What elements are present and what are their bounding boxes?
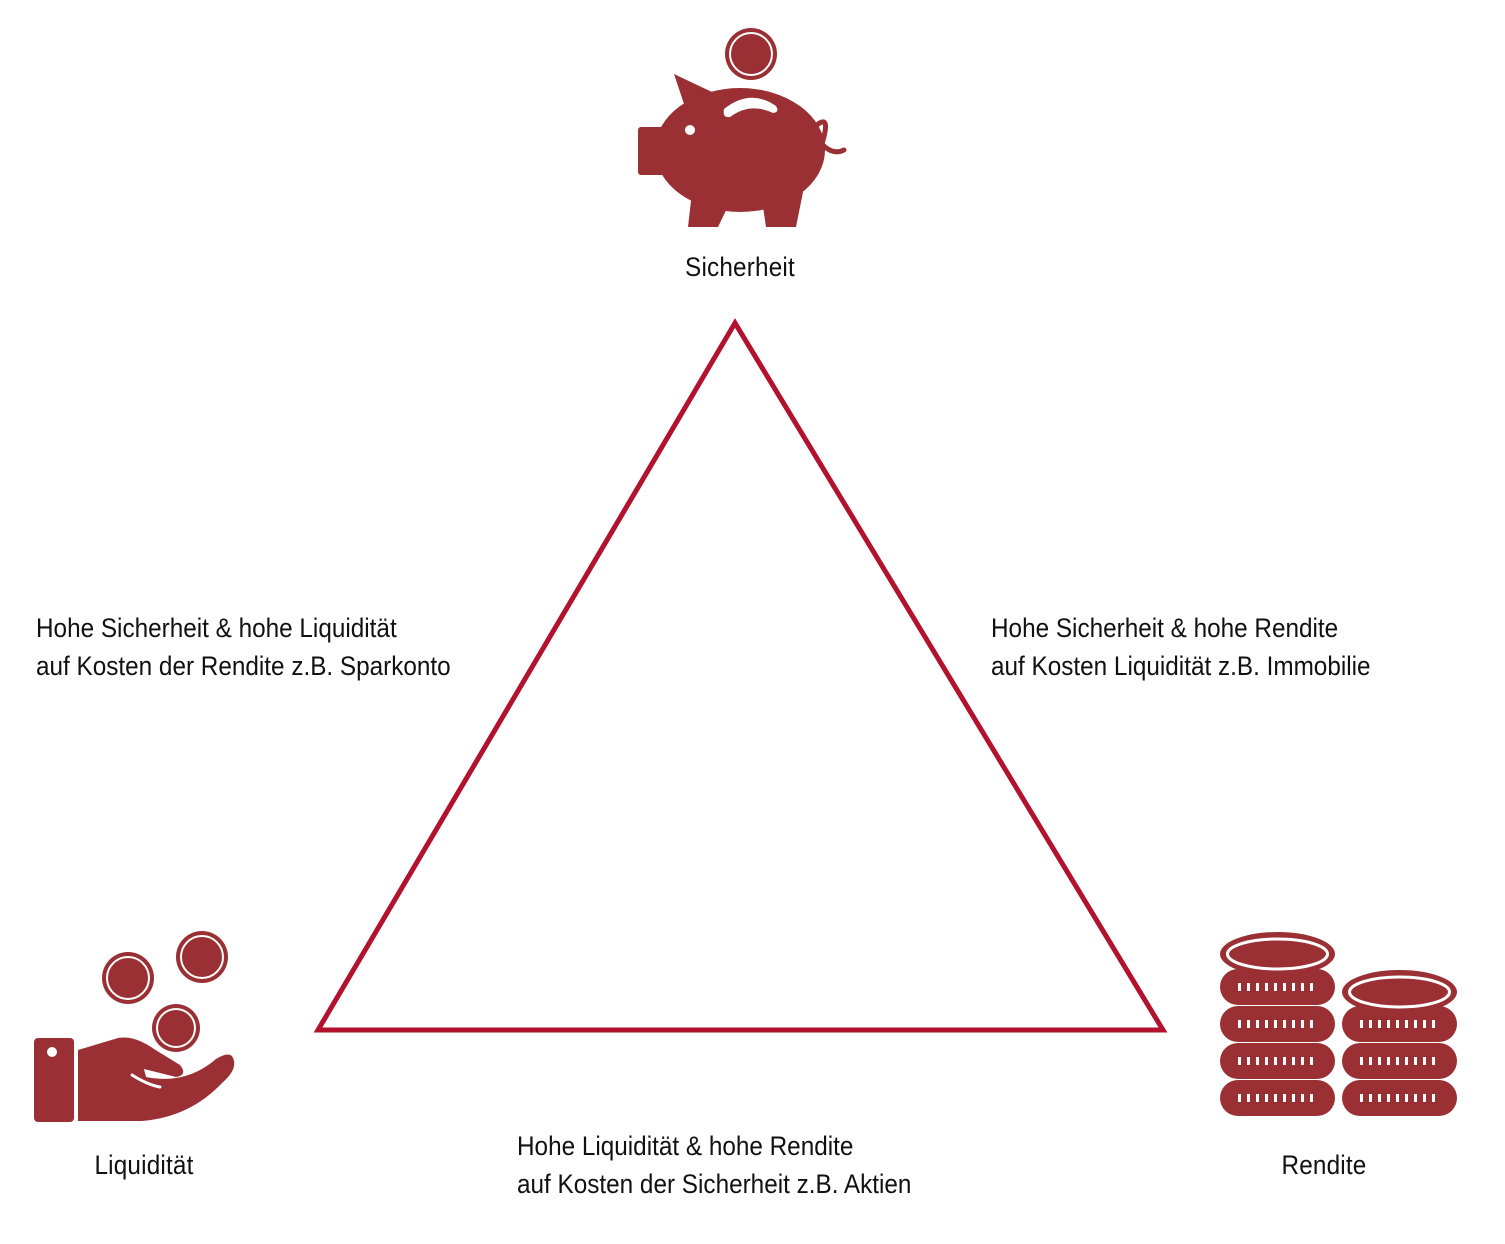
triangle-outline <box>313 318 1168 1033</box>
edge-caption-left: Hohe Sicherheit & hohe Liquidität auf Ko… <box>36 609 497 685</box>
coin-stacks-icon <box>1220 932 1457 1116</box>
vertex-label-left: Liquidität <box>94 1150 194 1180</box>
vertex-label-top: Sicherheit <box>685 252 795 282</box>
edge-caption-right-title: Hohe Sicherheit & hohe Rendite <box>991 613 1339 643</box>
vertex-label-right: Rendite <box>1281 1150 1367 1180</box>
edge-caption-right-subtitle: auf Kosten Liquidität z.B. Immobilie <box>991 651 1371 681</box>
edge-caption-left-title: Hohe Sicherheit & hohe Liquidität <box>36 613 397 643</box>
edge-caption-right: Hohe Sicherheit & hohe Rendite auf Koste… <box>991 609 1413 685</box>
hand-with-coins-icon <box>34 931 235 1122</box>
edge-caption-bottom-title: Hohe Liquidität & hohe Rendite <box>517 1131 854 1161</box>
edge-caption-left-subtitle: auf Kosten der Rendite z.B. Sparkonto <box>36 651 451 681</box>
edge-caption-bottom-subtitle: auf Kosten der Sicherheit z.B. Aktien <box>517 1169 912 1199</box>
edge-caption-bottom: Hohe Liquidität & hohe Rendite auf Koste… <box>517 1127 955 1203</box>
piggy-bank-icon <box>638 28 847 227</box>
